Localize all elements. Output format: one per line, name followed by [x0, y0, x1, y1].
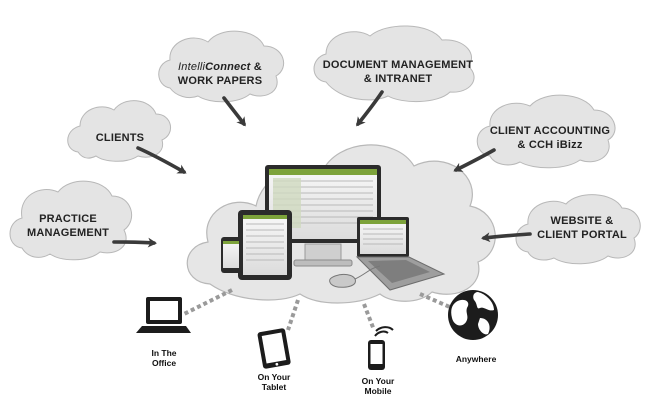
label-on-your-mobile-line-1: On Your — [361, 376, 395, 386]
cloud-practice-management — [9, 180, 133, 261]
label-intelliconnect-suffix: & — [250, 61, 262, 73]
label-website-line-2: CLIENT PORTAL — [537, 229, 627, 241]
arrow-intelliconnect — [222, 96, 246, 127]
arrow-website — [481, 232, 532, 243]
label-document-management-line-1: DOCUMENT MANAGEMENT — [322, 59, 474, 71]
label-client-accounting-line-2: & CCH iBizz — [517, 139, 583, 151]
label-intelliconnect-emph: Connect — [205, 61, 251, 73]
label-client-accounting: CLIENT ACCOUNTING & CCH iBizz — [482, 124, 618, 152]
tablet-device — [238, 210, 292, 280]
label-on-your-tablet: On Your Tablet — [246, 372, 302, 392]
label-in-the-office-line-1: In The — [151, 348, 177, 358]
label-on-your-mobile: On Your Mobile — [350, 376, 406, 396]
cloud-client-accounting — [476, 94, 616, 169]
dotted-line-anywhere — [419, 292, 453, 310]
laptop-icon — [136, 297, 191, 333]
cloud-intelliconnect — [158, 30, 285, 103]
label-practice-management-line-2: MANAGEMENT — [26, 227, 110, 239]
label-anywhere-line-1: Anywhere — [455, 354, 497, 364]
mobile-phone-icon — [368, 326, 394, 370]
label-intelliconnect-prefix: Intelli — [178, 61, 206, 73]
label-intelliconnect-line-1: IntelliConnect & — [160, 60, 280, 74]
label-practice-management: PRACTICE MANAGEMENT — [16, 212, 120, 240]
label-client-accounting-line-1: CLIENT ACCOUNTING — [489, 125, 611, 137]
label-intelliconnect-line-2: WORK PAPERS — [177, 75, 263, 87]
dotted-line-tablet — [286, 299, 300, 331]
arrow-practice-management — [112, 237, 157, 248]
label-intelliconnect: IntelliConnect & WORK PAPERS — [160, 60, 280, 88]
label-on-your-tablet-line-2: Tablet — [261, 382, 287, 392]
label-website: WEBSITE & CLIENT PORTAL — [524, 214, 640, 242]
dotted-line-office — [183, 288, 233, 316]
label-in-the-office: In The Office — [136, 348, 192, 368]
label-clients-line-1: CLIENTS — [95, 132, 145, 144]
tablet-icon — [257, 328, 291, 369]
label-in-the-office-line-2: Office — [151, 358, 177, 368]
arrow-document-management — [356, 90, 384, 127]
label-clients: CLIENTS — [74, 131, 166, 145]
arrow-client-accounting — [453, 148, 496, 172]
cloud-document-management — [313, 25, 475, 103]
mouse — [329, 265, 381, 288]
label-practice-management-line-1: PRACTICE — [39, 213, 97, 225]
dotted-line-mobile — [362, 303, 376, 331]
globe-icon — [448, 290, 498, 340]
label-on-your-tablet-line-1: On Your — [257, 372, 291, 382]
arrow-clients — [136, 146, 187, 174]
label-document-management-line-2: & INTRANET — [363, 73, 433, 85]
cloud-website — [515, 194, 641, 265]
label-anywhere: Anywhere — [446, 354, 506, 364]
label-on-your-mobile-line-2: Mobile — [364, 386, 392, 396]
label-website-line-1: WEBSITE & — [550, 215, 614, 227]
cloud-clients — [67, 100, 171, 162]
label-document-management: DOCUMENT MANAGEMENT & INTRANET — [318, 58, 478, 86]
laptop — [355, 217, 446, 291]
smartphone-device — [221, 237, 241, 273]
